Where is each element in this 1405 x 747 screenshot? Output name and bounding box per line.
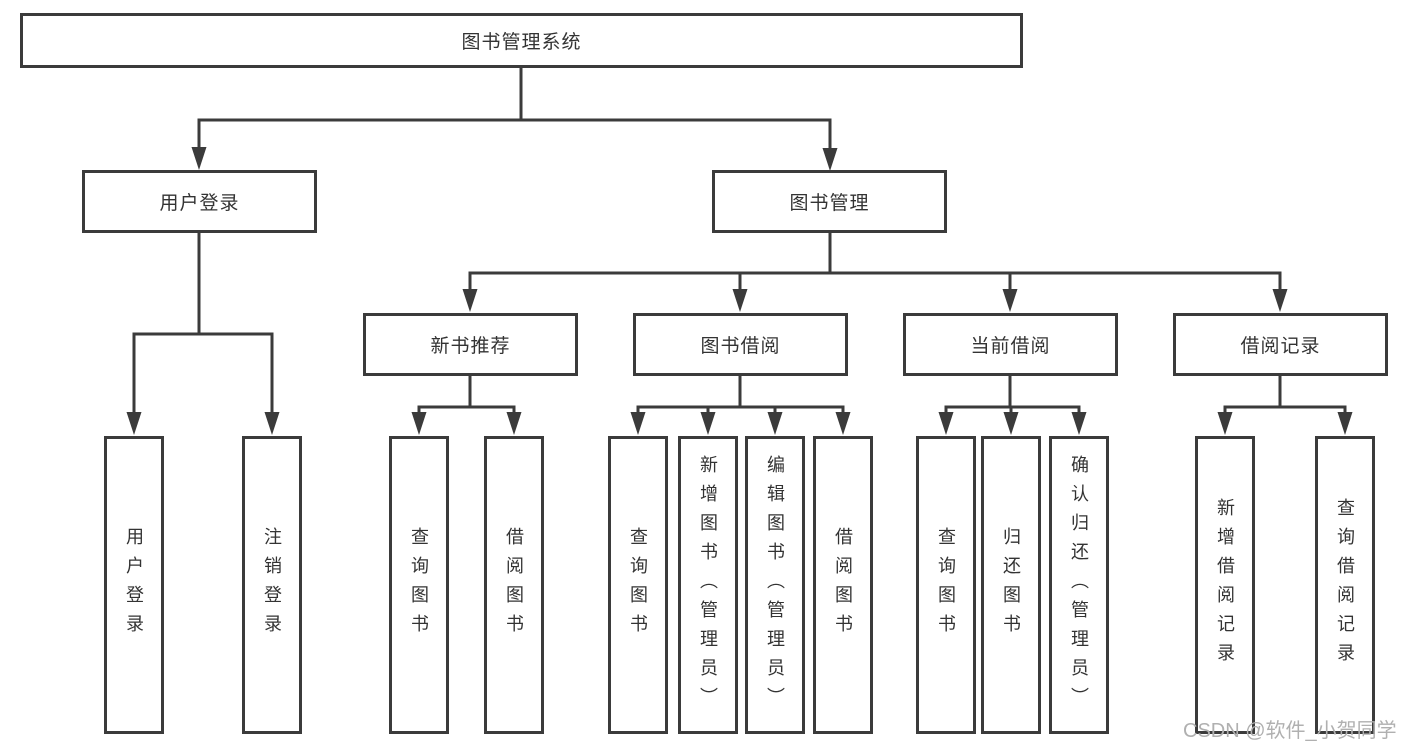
- leaf-query-books-recommend: 查询图书: [389, 436, 449, 734]
- node-current-borrowing-label: 当前借阅: [970, 336, 1051, 357]
- leaf-query-books-current: 查询图书: [916, 436, 976, 734]
- leaf-user-login-label: 用户登录: [124, 527, 144, 643]
- node-new-book-recommendation-label: 新书推荐: [430, 336, 511, 357]
- connector-user-login: [132, 233, 274, 415]
- node-book-borrowing: 图书借阅: [633, 313, 848, 376]
- node-current-borrowing: 当前借阅: [903, 313, 1118, 376]
- leaf-query-borrow-record-label: 查询借阅记录: [1335, 498, 1355, 672]
- leaf-query-books-borrowing: 查询图书: [608, 436, 668, 734]
- leaf-confirm-return-admin: 确认归还（管理员）: [1049, 436, 1109, 734]
- leaf-add-books-admin: 新增图书（管理员）: [678, 436, 738, 734]
- leaf-query-books-borrowing-label: 查询图书: [628, 527, 648, 643]
- leaf-return-books: 归还图书: [981, 436, 1041, 734]
- leaf-query-borrow-record: 查询借阅记录: [1315, 436, 1375, 734]
- connector-new-book-recommendation: [417, 376, 516, 416]
- leaf-add-borrow-record-label: 新增借阅记录: [1215, 498, 1235, 672]
- leaf-logout-label: 注销登录: [262, 527, 282, 643]
- connector-root: [197, 68, 832, 151]
- node-borrowing-records: 借阅记录: [1173, 313, 1388, 376]
- leaf-edit-books-admin: 编辑图书（管理员）: [745, 436, 805, 734]
- connector-current-borrowing: [944, 376, 1081, 416]
- leaf-query-books-recommend-label: 查询图书: [409, 527, 429, 643]
- leaf-return-books-label: 归还图书: [1001, 527, 1021, 643]
- node-book-management-label: 图书管理: [789, 193, 870, 214]
- leaf-borrow-books-borrowing: 借阅图书: [813, 436, 873, 734]
- node-new-book-recommendation: 新书推荐: [363, 313, 578, 376]
- leaf-borrow-books-borrowing-label: 借阅图书: [833, 527, 853, 643]
- leaf-add-books-admin-label: 新增图书（管理员）: [698, 454, 718, 716]
- leaf-borrow-books-recommend: 借阅图书: [484, 436, 544, 734]
- csdn-watermark: CSDN @软件_小贺同学: [1183, 720, 1397, 742]
- connector-borrowing-records: [1223, 376, 1347, 416]
- node-borrowing-records-label: 借阅记录: [1240, 336, 1321, 357]
- connector-book-borrowing: [636, 376, 845, 416]
- leaf-logout: 注销登录: [242, 436, 302, 734]
- node-user-login-label: 用户登录: [159, 193, 240, 214]
- arrowheads: [126, 147, 1353, 435]
- leaf-edit-books-admin-label: 编辑图书（管理员）: [765, 454, 785, 716]
- leaf-user-login: 用户登录: [104, 436, 164, 734]
- leaf-query-books-current-label: 查询图书: [936, 527, 956, 643]
- leaf-add-borrow-record: 新增借阅记录: [1195, 436, 1255, 734]
- leaf-borrow-books-recommend-label: 借阅图书: [504, 527, 524, 643]
- node-library-system: 图书管理系统: [20, 13, 1023, 68]
- node-book-management: 图书管理: [712, 170, 947, 233]
- node-library-system-label: 图书管理系统: [461, 32, 582, 53]
- connector-book-management: [468, 233, 1282, 292]
- leaf-confirm-return-admin-label: 确认归还（管理员）: [1069, 454, 1089, 716]
- node-user-login: 用户登录: [82, 170, 317, 233]
- node-book-borrowing-label: 图书借阅: [700, 336, 781, 357]
